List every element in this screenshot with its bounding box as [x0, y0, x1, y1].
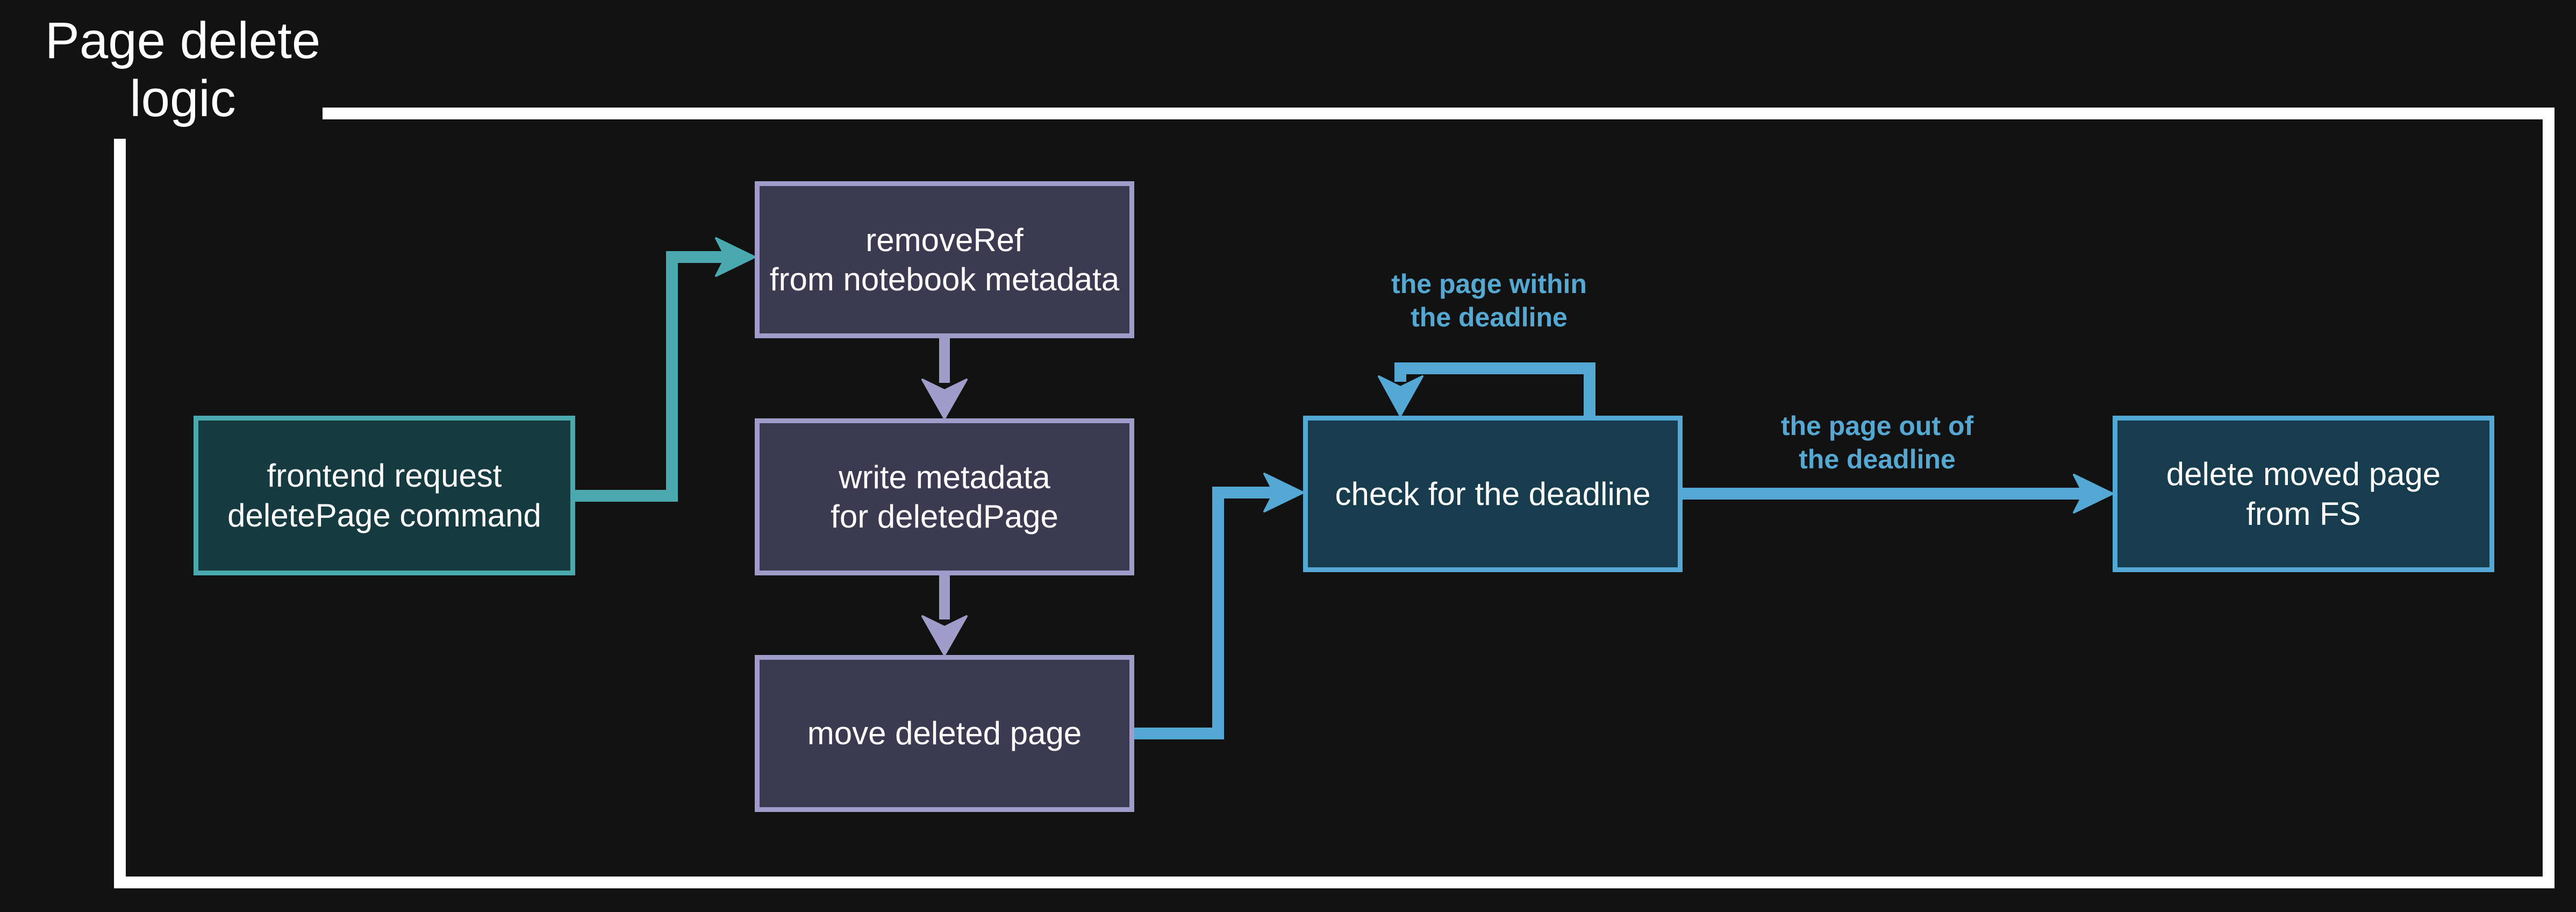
- frame-bottom-border: [114, 877, 2554, 888]
- node-delete-moved-page[interactable]: delete moved page from FS: [2113, 416, 2494, 572]
- edge-checkdeadline-self-loop: [1378, 362, 1595, 417]
- edge-label-page-out-of-deadline: the page out of the deadline: [1780, 411, 1974, 474]
- node-check-deadline[interactable]: check for the deadline: [1303, 416, 1683, 572]
- frame-top-border: [323, 108, 2554, 119]
- node-move-deleted-page[interactable]: move deleted page: [755, 655, 1134, 812]
- edge-label-page-within-deadline: the page within the deadline: [1391, 269, 1587, 332]
- edge-frontend-to-removeref: [575, 237, 756, 502]
- frame-right-border: [2543, 108, 2554, 888]
- edge-movepage-to-checkdeadline: [1134, 473, 1304, 739]
- node-write-metadata[interactable]: write metadata for deletedPage: [755, 418, 1134, 575]
- page-title: Page delete logic: [45, 12, 321, 127]
- edge-checkdeadline-to-deletemoved: [1683, 474, 2114, 514]
- node-remove-ref[interactable]: removeRef from notebook metadata: [755, 181, 1134, 338]
- node-frontend-request[interactable]: frontend request deletePage command: [194, 416, 575, 575]
- edge-removeref-to-writemeta: [921, 338, 968, 419]
- edge-writemeta-to-movepage: [921, 575, 968, 656]
- frame-left-border: [114, 139, 126, 888]
